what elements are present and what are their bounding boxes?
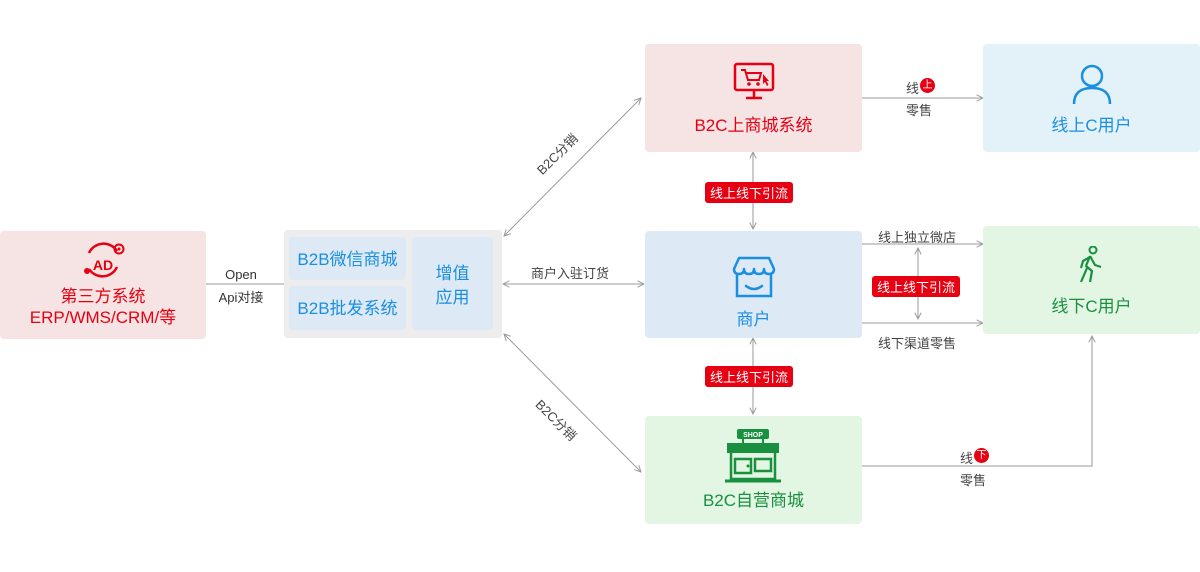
b2b-group: B2B微信商城 B2B批发系统 增值 应用 <box>284 230 502 338</box>
merchant-title: 商户 <box>736 310 771 329</box>
user-icon <box>1072 64 1112 105</box>
edge-b2c-dist-top <box>504 98 641 236</box>
cart-monitor-icon <box>733 62 775 100</box>
open-api-label-1: Open <box>225 267 257 282</box>
value-added-app: 增值 应用 <box>412 237 493 330</box>
online-badge: 上 <box>920 78 936 93</box>
ad-icon <box>84 242 125 278</box>
walking-person-icon <box>1079 246 1102 283</box>
edge-offline-retail <box>862 336 1092 467</box>
online-user-node: 线上C用户 <box>983 44 1200 152</box>
b2c-online-mall-title: B2C上商城系统 <box>694 116 813 135</box>
online-user-title: 线上C用户 <box>1051 116 1132 135</box>
online-retail-label: 线上 <box>906 78 936 97</box>
svg-text:SHOP: SHOP <box>743 432 763 439</box>
b2c-self-mall-title: B2C自营商城 <box>702 491 805 510</box>
offline-badge: 下 <box>974 448 990 463</box>
merchant-node: 商户 <box>645 231 862 338</box>
online-retail-label-2: 零售 <box>906 103 933 118</box>
offline-retail-label: 线下 <box>960 448 990 467</box>
offline-retail-label-2: 零售 <box>960 473 987 488</box>
ad-badge: AD <box>92 257 114 273</box>
b2b-wechat-mall: B2B微信商城 <box>289 237 406 280</box>
storefront-icon <box>732 256 776 298</box>
drainage-top-tag: 线上线下引流 <box>705 182 794 203</box>
offline-user-node: 线下C用户 <box>983 226 1200 334</box>
third-party-node: AD 第三方系统 ERP/WMS/CRM/等 <box>0 231 206 339</box>
drainage-bottom-tag: 线上线下引流 <box>705 366 794 387</box>
third-party-title: 第三方系统 <box>60 287 146 306</box>
drainage-mid-tag: 线上线下引流 <box>872 276 961 297</box>
b2b-wholesale: B2B批发系统 <box>289 286 406 330</box>
b2c-self-mall-node: SHOP B2C自营商城 <box>645 416 862 524</box>
micro-shop-label: 线上独立微店 <box>878 230 957 245</box>
merchant-order-label: 商户入驻订货 <box>531 266 610 281</box>
open-api-label-2: Api对接 <box>218 290 264 305</box>
b2c-online-mall-node: B2C上商城系统 <box>645 44 862 152</box>
offline-user-title: 线下C用户 <box>1051 297 1132 316</box>
third-party-subtitle: ERP/WMS/CRM/等 <box>29 308 177 327</box>
offline-channel-label: 线下渠道零售 <box>878 336 957 351</box>
shop-icon: SHOP <box>725 429 781 483</box>
edge-b2c-dist-bottom <box>504 334 641 472</box>
